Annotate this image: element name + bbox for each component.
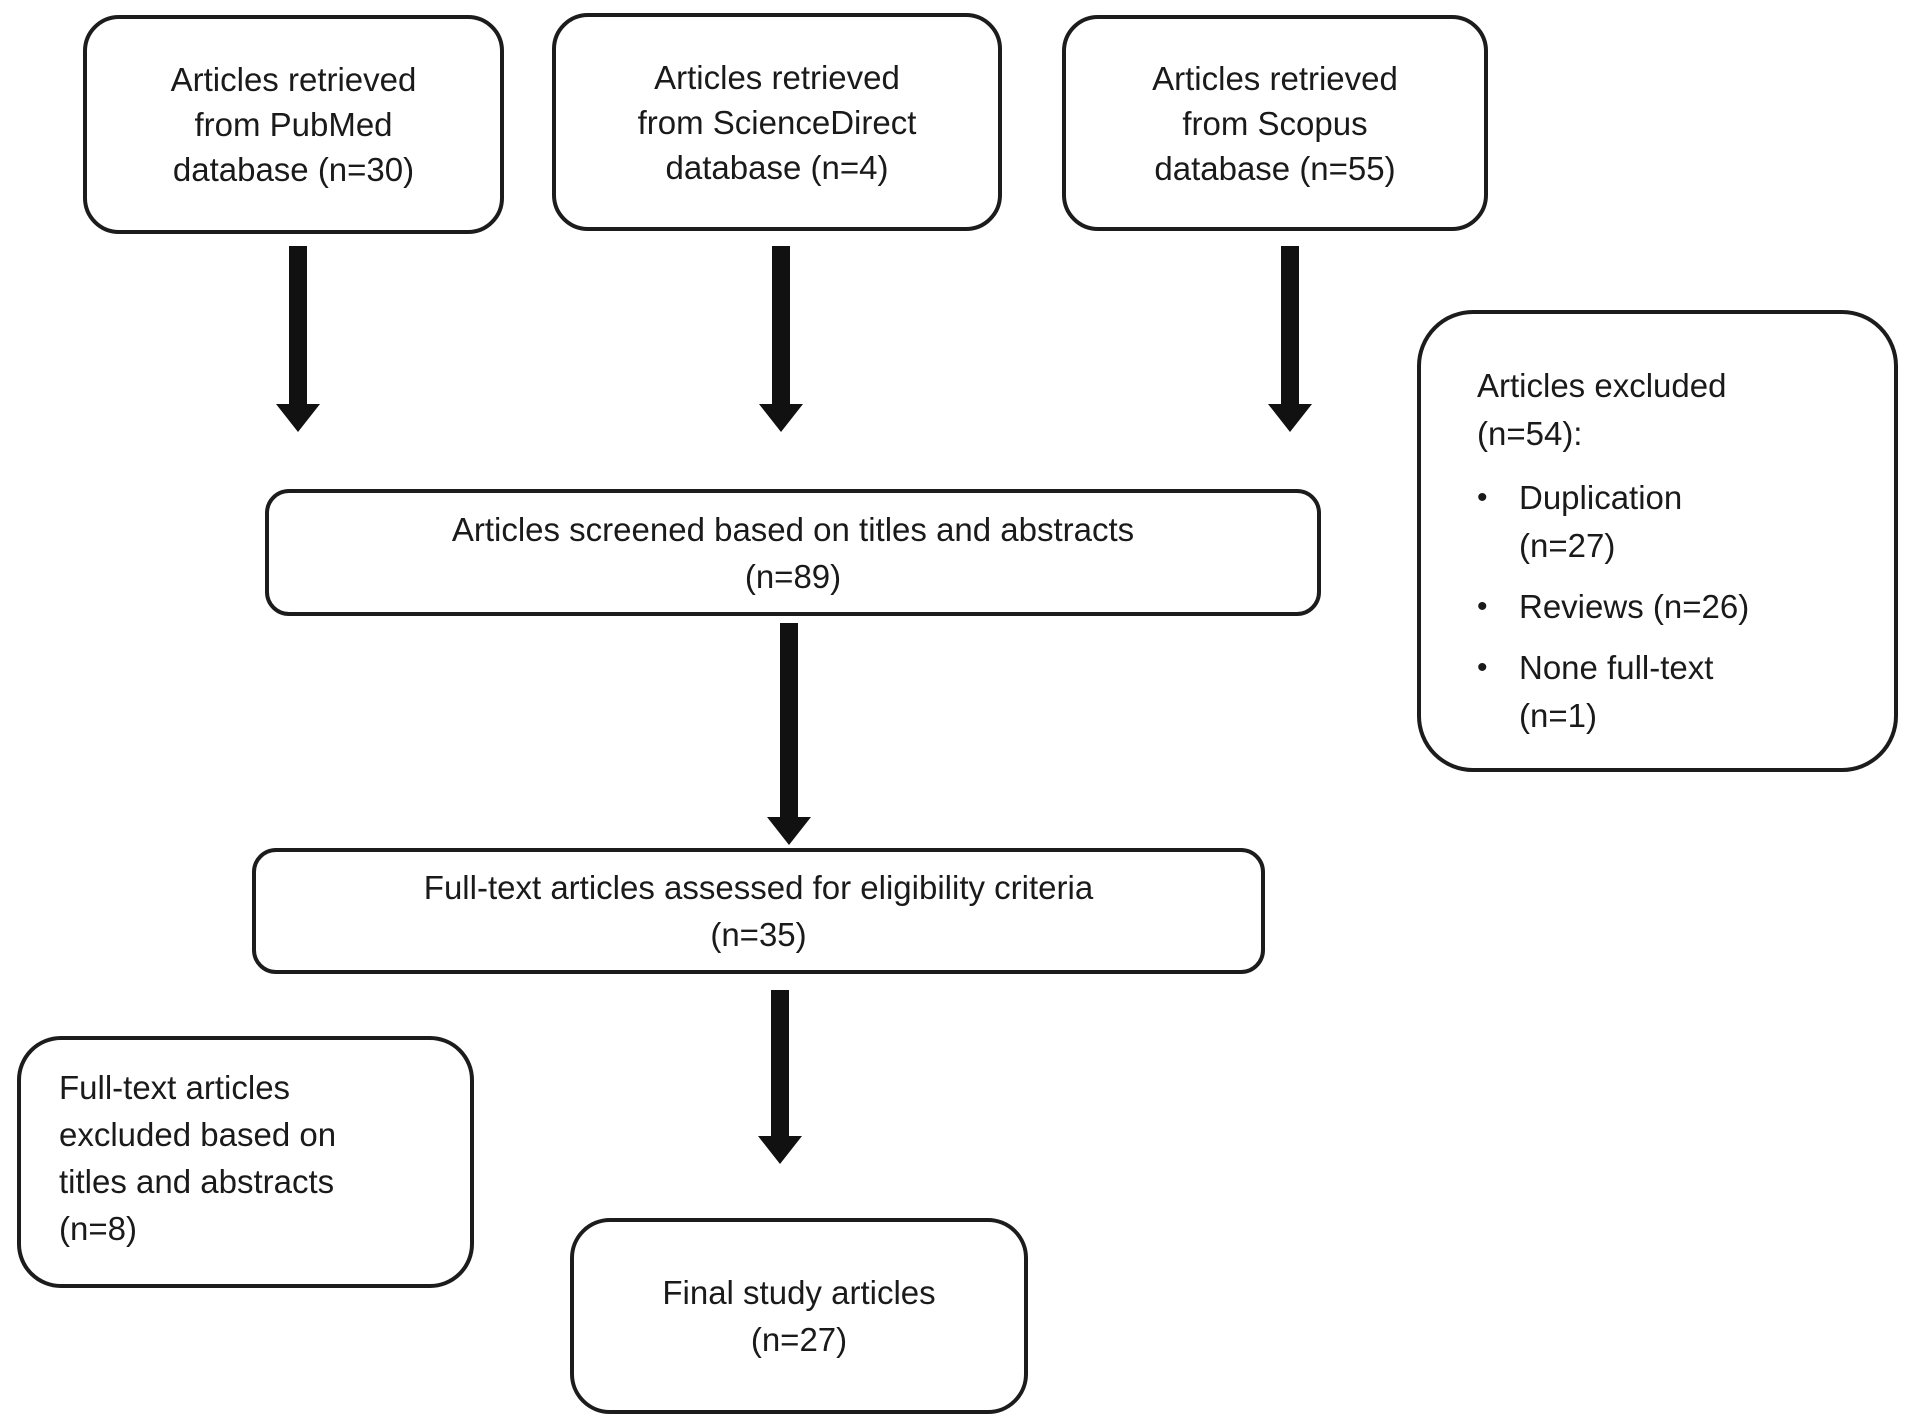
excluded-articles-title: Articles excluded (n=54):	[1477, 367, 1727, 452]
excluded-item-reviews: • Reviews (n=26)	[1477, 583, 1864, 631]
assessed-box: Full-text articles assessed for eligibil…	[252, 848, 1265, 974]
excluded-item-reviews-label: Reviews (n=26)	[1519, 588, 1750, 625]
flow-arrow-screened-to-assessed	[767, 623, 811, 845]
assessed-label: Full-text articles assessed for eligibil…	[423, 869, 1094, 953]
excluded-item-none-fulltext: • None full-text (n=1)	[1477, 644, 1864, 740]
excluded-item-none-fulltext-label: None full-text (n=1)	[1519, 649, 1714, 734]
scopus-source-label: Articles retrieved from Scopus database …	[1152, 59, 1398, 187]
arrow-shaft	[780, 623, 798, 817]
pubmed-source-label: Articles retrieved from PubMed database …	[170, 61, 417, 188]
down-arrow-icon	[767, 817, 811, 845]
flow-arrow-pubmed-to-screened	[276, 246, 320, 432]
excluded-item-duplication-label: Duplication (n=27)	[1519, 479, 1683, 564]
sciencedirect-source-box: Articles retrieved from ScienceDirect da…	[552, 13, 1002, 231]
pubmed-source-box: Articles retrieved from PubMed database …	[83, 15, 504, 234]
fulltext-excluded-box: Full-text articles excluded based on tit…	[17, 1036, 474, 1288]
screened-box: Articles screened based on titles and ab…	[265, 489, 1321, 616]
final-study-box: Final study articles (n=27)	[570, 1218, 1028, 1414]
flow-arrow-sciencedirect-to-screened	[759, 246, 803, 432]
down-arrow-icon	[276, 404, 320, 432]
down-arrow-icon	[759, 404, 803, 432]
scopus-source-box: Articles retrieved from Scopus database …	[1062, 15, 1488, 231]
bullet-icon: •	[1477, 590, 1488, 623]
bullet-icon: •	[1477, 651, 1488, 684]
excluded-articles-box: Articles excluded (n=54): • Duplication …	[1417, 310, 1898, 772]
excluded-item-duplication: • Duplication (n=27)	[1477, 474, 1864, 570]
arrow-shaft	[771, 990, 789, 1136]
screened-label: Articles screened based on titles and ab…	[451, 510, 1135, 595]
bullet-icon: •	[1477, 481, 1488, 514]
final-study-label: Final study articles (n=27)	[662, 1274, 936, 1358]
down-arrow-icon	[758, 1136, 802, 1164]
down-arrow-icon	[1268, 404, 1312, 432]
flow-arrow-assessed-to-final	[758, 990, 802, 1164]
flow-arrow-scopus-to-screened	[1268, 246, 1312, 432]
arrow-shaft	[772, 246, 790, 404]
sciencedirect-source-label: Articles retrieved from ScienceDirect da…	[637, 58, 917, 186]
arrow-shaft	[289, 246, 307, 404]
fulltext-excluded-label: Full-text articles excluded based on tit…	[59, 1069, 337, 1247]
arrow-shaft	[1281, 246, 1299, 404]
